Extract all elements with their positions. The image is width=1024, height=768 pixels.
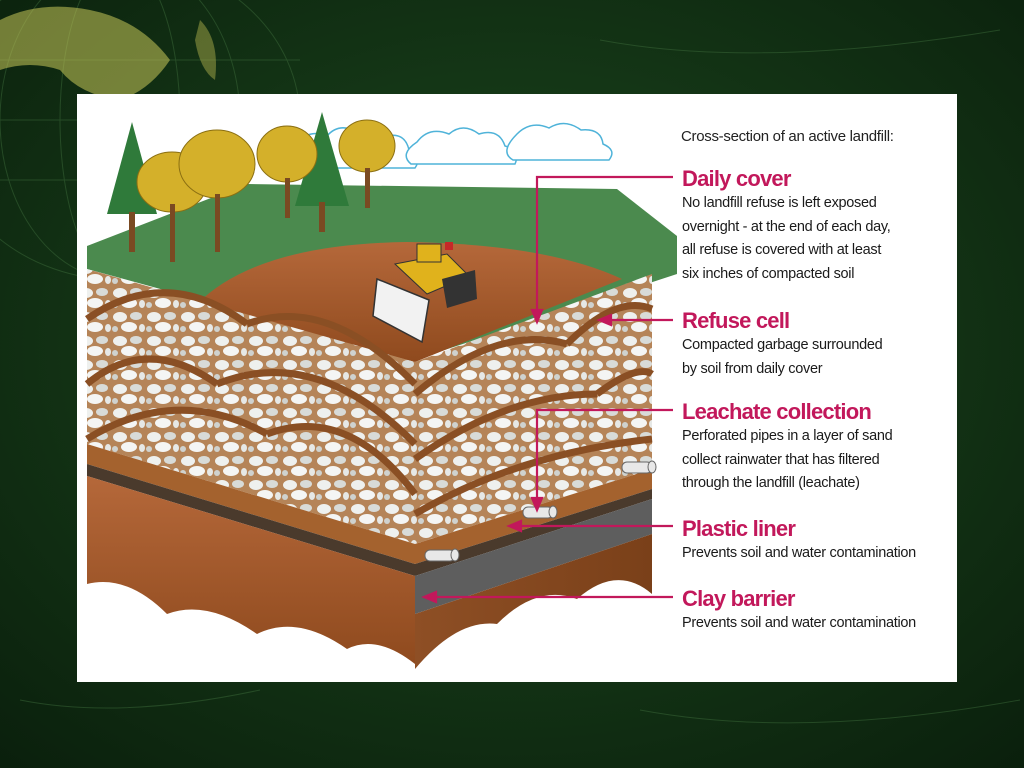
- landfill-diagram-card: Cross-section of an active landfill: Dai…: [77, 94, 957, 682]
- clay-barrier-layer: [415, 499, 652, 614]
- refuse-cell-line: Compacted garbage surrounded: [682, 337, 883, 353]
- refuse-cell-front: [87, 269, 415, 544]
- leachate-line: through the landfill (leachate): [682, 475, 860, 491]
- cloud-icon: [287, 122, 613, 169]
- clay-barrier-label: Clay barrier Prevents soil and water con…: [682, 586, 916, 636]
- bedrock-soil: [87, 476, 415, 664]
- tree-icon: [136, 119, 396, 262]
- refuse-cell-title: Refuse cell: [682, 308, 790, 333]
- clay-barrier-description: Prevents soil and water contamination: [682, 612, 916, 636]
- plastic-liner-layer: [87, 464, 652, 576]
- plastic-liner-line: Prevents soil and water contamination: [682, 545, 916, 561]
- clay-barrier-title: Clay barrier: [682, 586, 796, 611]
- leachate-collection-label: Leachate collection Perforated pipes in …: [682, 399, 893, 496]
- daily-cover-line: all refuse is covered with at least: [682, 242, 882, 258]
- daily-cover-line: No landfill refuse is left exposed: [682, 195, 877, 211]
- plastic-liner-title: Plastic liner: [682, 516, 796, 541]
- daily-cover-label: Daily cover No landfill refuse is left e…: [682, 166, 891, 286]
- bulldozer-icon: [372, 242, 477, 344]
- refuse-cell-side: [415, 274, 652, 544]
- plastic-liner-description: Prevents soil and water contamination: [682, 542, 916, 566]
- daily-cover-line: overnight - at the end of each day,: [682, 218, 891, 235]
- refuse-cell-description: Compacted garbage surrounded by soil fro…: [682, 334, 883, 381]
- continent-shape: [0, 6, 170, 101]
- leachate-collection-description: Perforated pipes in a layer of sand coll…: [682, 425, 893, 496]
- diagram-heading: Cross-section of an active landfill:: [681, 128, 894, 145]
- refuse-cell-label: Refuse cell Compacted garbage surrounded…: [682, 308, 883, 381]
- pipe-icon: [424, 460, 657, 562]
- clay-barrier-line: Prevents soil and water contamination: [682, 615, 916, 631]
- leachate-line: collect rainwater that has filtered: [682, 451, 880, 468]
- landfill-cross-section-illustration: [84, 112, 677, 669]
- leachate-line: Perforated pipes in a layer of sand: [682, 428, 893, 444]
- daily-cover-title: Daily cover: [682, 166, 791, 191]
- daily-cover-description: No landfill refuse is left exposed overn…: [682, 192, 891, 286]
- daily-cover-line: six inches of compacted soil: [682, 265, 855, 282]
- leachate-collection-title: Leachate collection: [682, 399, 872, 424]
- plastic-liner-label: Plastic liner Prevents soil and water co…: [682, 516, 916, 566]
- sand-layer: [87, 444, 652, 564]
- refuse-cell-line: by soil from daily cover: [682, 360, 823, 377]
